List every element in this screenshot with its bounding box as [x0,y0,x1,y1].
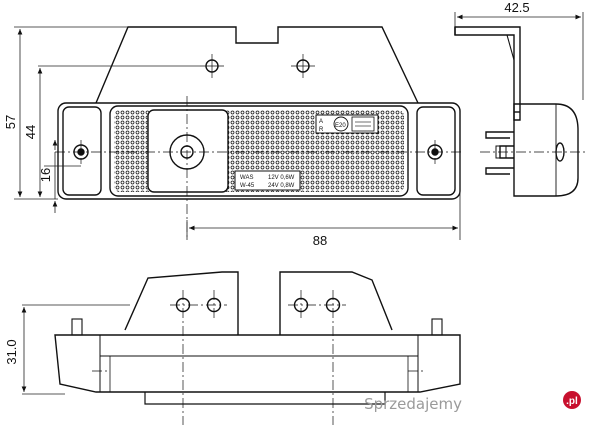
label-model: W-45 [240,183,255,189]
lens-outline [109,105,409,197]
dim-hole-spacing: 88 [313,233,327,248]
bottom-foot [144,392,386,405]
approval-mark-text: E20 [335,123,346,129]
label-rating-24v: 24V 0,8W [268,183,295,189]
mounting-bracket [95,26,419,104]
approval-letter-r: R [319,127,324,133]
label-brand: WAS [240,175,253,181]
dim-height-mount: 16 [38,168,53,182]
lamp-end-cap-right [416,106,456,196]
rating-label-box [234,170,301,191]
front-view [57,26,461,200]
dim-height-overall: 57 [3,115,18,129]
lamp-body [57,102,461,200]
watermark-logo-icon [563,391,581,409]
watermark-text: Sprzedajemy [364,395,462,413]
center-lines-bottom [92,290,424,425]
dim-depth-side: 42.5 [504,0,529,15]
label-rating-12v: 12V 0,6W [268,175,295,181]
side-bracket [454,26,521,121]
side-connector [485,131,514,175]
side-lamp-body [513,103,579,197]
bottom-bracket-right [279,271,393,335]
watermark: Sprzedajemy .pl [364,391,581,413]
center-lines-front [55,96,463,238]
watermark-suffix: .pl [566,396,578,407]
lens-module [147,109,229,193]
approval-letter-a: A [319,119,323,125]
dimension-lines [14,12,584,395]
bottom-bracket-left [124,271,239,335]
lamp-end-cap-left [62,106,102,196]
dim-height-bottom: 31.0 [4,339,19,364]
side-view [454,26,579,197]
dim-height-lens: 44 [23,125,38,139]
bottom-base-body [54,334,461,393]
bottom-view [54,271,461,405]
